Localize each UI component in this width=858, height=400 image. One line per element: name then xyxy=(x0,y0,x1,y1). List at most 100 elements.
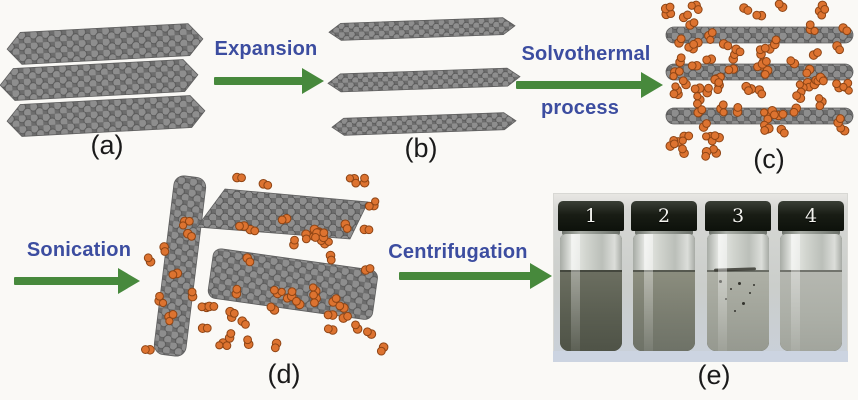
solvent-molecule-dot xyxy=(839,82,848,92)
graphite-sheet xyxy=(327,67,521,93)
solvent-molecule-dot xyxy=(269,285,279,295)
solvent-molecule-dot xyxy=(155,291,164,301)
arrow-head xyxy=(641,72,663,98)
solvent-molecule-dot xyxy=(222,341,232,351)
solvent-molecule-dot xyxy=(376,346,386,356)
solvent-molecule-dot xyxy=(360,173,369,183)
solvent-molecule-dot xyxy=(733,103,743,112)
solvent-molecule-dot xyxy=(815,101,825,111)
centrifugation-label: Centrifugation xyxy=(388,241,528,263)
graphite-sheet xyxy=(331,112,517,136)
expansion-arrow-icon xyxy=(214,68,324,94)
vial-neck xyxy=(633,234,695,270)
solvent-molecule-dot xyxy=(263,180,273,190)
panel-d-exfoliated-flakes xyxy=(141,172,389,357)
solvent-molecule-dot xyxy=(287,287,297,296)
particle-speck xyxy=(730,288,732,290)
solvent-molecule-dot xyxy=(187,231,196,241)
solvent-molecule-dot xyxy=(687,1,696,10)
solvent-molecule-dot xyxy=(277,215,287,225)
solvent-molecule-dot xyxy=(697,105,707,115)
vial-cap-ring xyxy=(709,231,767,235)
panel-label-c: (c) xyxy=(753,144,785,174)
solvent-molecule-dot xyxy=(323,324,333,334)
panel-c-solvothermal-intercalated xyxy=(660,0,854,161)
solvent-molecule-dot xyxy=(702,55,712,65)
solvent-molecule-dot xyxy=(241,320,250,329)
solvent-molecule-dot xyxy=(160,247,170,256)
vial-1-cap: 1 xyxy=(558,201,624,231)
solvent-molecule-dot xyxy=(351,178,361,188)
solvent-molecule-dot xyxy=(143,253,153,263)
particle-speck xyxy=(725,298,727,300)
sonication-label: Sonication xyxy=(26,239,132,261)
vial-2-cap: 2 xyxy=(631,201,697,231)
solvent-molecule-dot xyxy=(689,39,699,49)
panel-b-expanded-graphite xyxy=(327,17,521,136)
vial-3-glass xyxy=(707,234,769,351)
solvent-molecule-dot xyxy=(678,76,688,86)
solvent-molecule-dot xyxy=(714,78,724,87)
process-label: process xyxy=(540,97,620,119)
solvent-molecule-dot xyxy=(718,100,728,110)
solvent-molecule-dot xyxy=(669,89,679,99)
solvent-molecule-dot xyxy=(331,294,341,303)
solvent-molecule-dot xyxy=(744,86,753,96)
solvent-molecule-dot xyxy=(676,34,686,44)
panel-label-e: (e) xyxy=(697,360,731,390)
solvent-molecule-dot xyxy=(243,335,252,345)
solvothermal-label: Solvothermal xyxy=(521,43,651,65)
vial-4-cap: 4 xyxy=(778,201,844,231)
solvent-molecule-dot xyxy=(323,310,333,320)
solvent-molecule-dot xyxy=(683,10,692,20)
arrow-shaft xyxy=(516,81,642,89)
solvent-molecule-dot xyxy=(291,296,301,306)
solvent-molecule-dot xyxy=(245,257,255,267)
solvent-molecule-dot xyxy=(235,221,244,231)
particle-speck xyxy=(742,302,745,305)
solvent-molecule-dot xyxy=(364,225,374,235)
vial-2-liquid xyxy=(633,270,695,351)
solvent-molecule-dot xyxy=(752,10,762,20)
vial-neck xyxy=(560,234,622,270)
solvent-molecule-dot xyxy=(760,43,770,53)
solvent-molecule-dot xyxy=(226,329,236,338)
solvent-molecule-dot xyxy=(818,76,828,86)
graphite-sheet xyxy=(6,95,206,137)
solvent-molecule-dot xyxy=(343,311,353,321)
solvent-molecule-dot xyxy=(795,80,804,89)
solvent-molecule-dot xyxy=(713,85,723,95)
solvent-molecule-dot xyxy=(789,107,799,117)
vial-1-number: 1 xyxy=(584,205,598,227)
solvent-molecule-dot xyxy=(371,197,380,206)
solvent-molecule-dot xyxy=(842,26,852,36)
solvent-molecule-dot xyxy=(141,345,150,354)
solvent-molecule-dot xyxy=(735,47,745,57)
solvent-molecule-dot xyxy=(674,67,684,76)
solvent-molecule-dot xyxy=(178,221,188,230)
solvent-molecule-dot xyxy=(665,2,675,12)
solvent-molecule-dot xyxy=(277,287,286,297)
vial-3-cap: 3 xyxy=(705,201,771,231)
solvent-molecule-dot xyxy=(693,92,702,101)
solvent-molecule-dot xyxy=(335,301,345,311)
solvent-molecule-dot xyxy=(365,264,375,273)
solvent-molecule-dot xyxy=(815,94,824,103)
vial-4: 4 xyxy=(777,201,845,353)
vial-2-glass xyxy=(633,234,695,351)
vial-neck xyxy=(707,234,769,270)
vial-1-glass xyxy=(560,234,622,351)
solvent-molecule-dot xyxy=(820,4,830,14)
solvent-molecule-dot xyxy=(301,234,311,244)
solvent-molecule-dot xyxy=(761,57,771,66)
solvent-molecule-dot xyxy=(710,131,720,141)
solvent-molecule-dot xyxy=(250,226,260,236)
photo-floor xyxy=(553,351,848,362)
panel-label-d: (d) xyxy=(267,359,301,389)
panel-label-b: (b) xyxy=(404,133,438,163)
solvent-molecule-dot xyxy=(778,109,788,119)
solvent-molecule-dot xyxy=(311,233,320,242)
solvent-molecule-dot xyxy=(309,290,318,300)
arrow-shaft xyxy=(214,77,303,85)
